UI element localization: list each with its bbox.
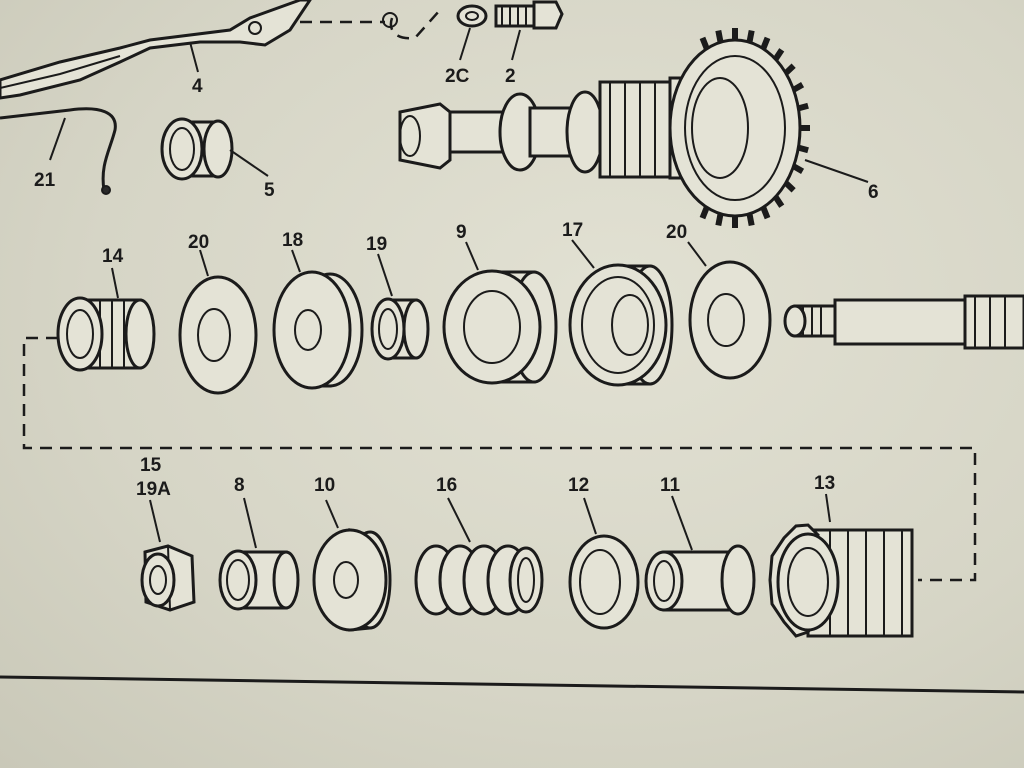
- part-14-spline-coupling: [56, 296, 156, 372]
- gear-tooth: [699, 36, 710, 50]
- leader-9: [465, 241, 479, 271]
- label-19a: 19A: [136, 479, 171, 500]
- label-6: 6: [868, 182, 879, 203]
- gear-tooth: [792, 163, 805, 174]
- leader-14: [111, 267, 119, 299]
- label-12: 12: [568, 475, 589, 496]
- part-21-wire: [0, 107, 117, 191]
- leader-10: [325, 499, 339, 529]
- dashed-assembly-path: [22, 336, 977, 582]
- part-17-cup: [568, 263, 674, 387]
- gear-tooth: [797, 144, 809, 154]
- part-hole: [382, 12, 398, 28]
- leader-2c: [459, 27, 471, 61]
- gear-tooth: [783, 63, 796, 76]
- gear-tooth: [746, 213, 755, 227]
- part-4-bracket: [0, 0, 312, 100]
- part-15-nut: [140, 544, 196, 612]
- part-13-spline-gear: [768, 523, 914, 638]
- label-9: 9: [456, 222, 467, 243]
- dashed-guide-top-2: [389, 9, 441, 40]
- leader-2: [511, 29, 521, 61]
- part-10-thick-washer: [312, 528, 392, 632]
- leader-8: [243, 497, 257, 549]
- label-14: 14: [102, 246, 124, 267]
- label-2: 2: [505, 66, 516, 87]
- part-18-thick-washer: [272, 270, 364, 390]
- leader-11: [671, 495, 693, 551]
- leader-6: [804, 159, 869, 183]
- part-12-washer: [568, 534, 640, 630]
- label-19: 19: [366, 234, 387, 255]
- part-6-gear-shaft: [398, 38, 802, 218]
- label-21: 21: [34, 170, 56, 191]
- gear-tooth: [715, 29, 724, 43]
- leader-4: [189, 41, 199, 73]
- gear-tooth: [715, 213, 724, 227]
- gear-teeth: [699, 28, 810, 228]
- part-9-large-bushing: [442, 269, 558, 385]
- leader-5: [229, 149, 269, 177]
- label-13: 13: [814, 473, 835, 494]
- leader-19: [377, 253, 393, 297]
- label-4: 4: [192, 76, 203, 97]
- part-output-shaft: [783, 294, 1024, 350]
- wire-end: [101, 185, 111, 195]
- leader-20-right: [687, 241, 707, 267]
- leader-15: [149, 499, 161, 543]
- leader-20-left: [199, 249, 209, 277]
- label-5: 5: [264, 180, 275, 201]
- label-15: 15: [140, 455, 162, 476]
- part-20-washer-right: [688, 260, 772, 380]
- label-18: 18: [282, 230, 303, 251]
- part-11-flanged-bushing: [644, 544, 756, 616]
- part-20-washer-left: [178, 275, 258, 395]
- leader-12: [583, 497, 597, 535]
- gear-tooth: [792, 82, 805, 93]
- gear-tooth: [760, 206, 771, 220]
- part-16-spring: [414, 544, 544, 616]
- label-20-right: 20: [666, 222, 687, 243]
- part-2c-lockwasher: [456, 4, 488, 28]
- leader-16: [447, 497, 471, 543]
- page-rule-line: [0, 675, 1024, 694]
- label-11: 11: [660, 475, 681, 496]
- gear-tooth: [773, 48, 785, 61]
- leader-13: [825, 493, 831, 523]
- label-16: 16: [436, 475, 457, 496]
- gear-tooth: [760, 36, 771, 50]
- label-20-left: 20: [188, 232, 209, 253]
- part-2-bolt: [494, 0, 564, 30]
- leader-21: [49, 117, 66, 161]
- label-2c: 2C: [445, 66, 470, 87]
- label-10: 10: [314, 475, 335, 496]
- part-8-sleeve: [218, 549, 300, 611]
- label-8: 8: [234, 475, 245, 496]
- leader-17: [571, 239, 595, 269]
- gear-tooth: [746, 29, 755, 43]
- label-17: 17: [562, 220, 583, 241]
- gear-tooth: [773, 195, 785, 208]
- gear-tooth: [783, 180, 796, 193]
- gear-tooth: [699, 206, 710, 220]
- leader-18: [291, 249, 301, 273]
- part-19-small-bushing: [370, 297, 430, 361]
- part-5-bushing: [160, 117, 234, 181]
- gear-tooth: [797, 102, 809, 112]
